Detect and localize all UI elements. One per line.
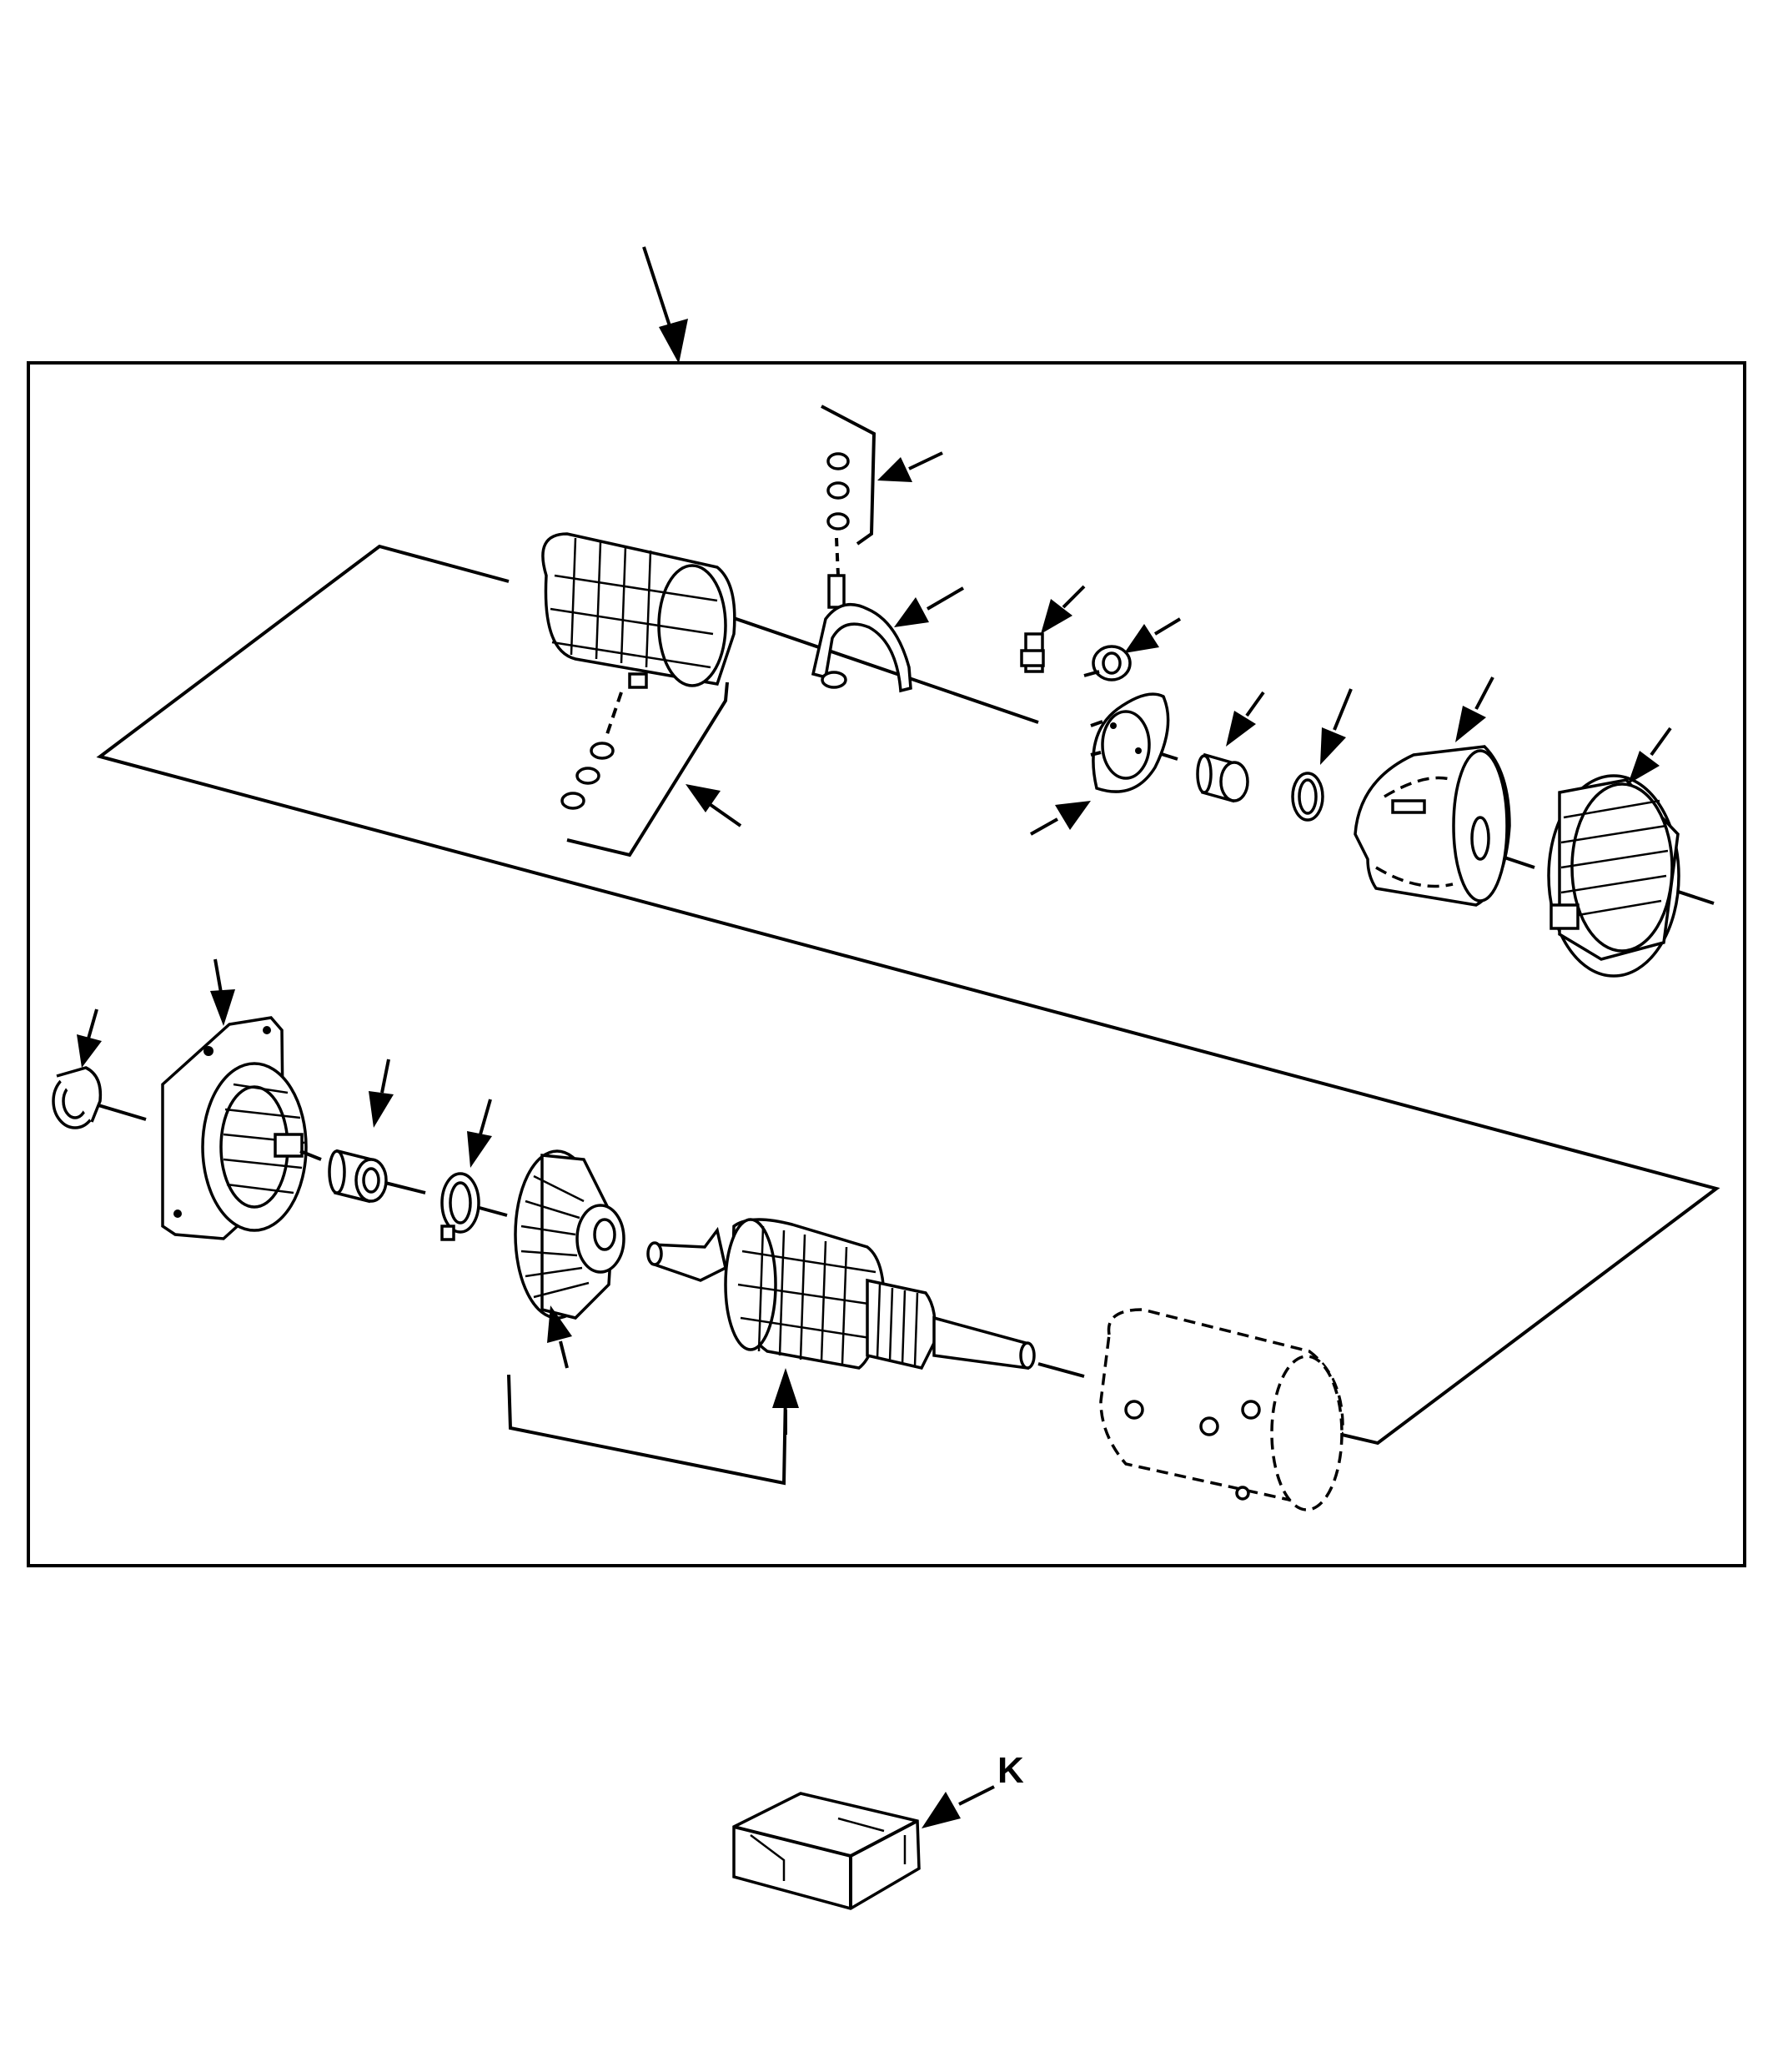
nuts-bracket-arrow — [877, 451, 943, 482]
ring-lower-arrow — [467, 1099, 492, 1168]
field-frame — [1099, 1308, 1344, 1511]
brush-plate-arrow — [1030, 801, 1091, 836]
fan — [514, 1149, 625, 1320]
ring-upper-arrow — [1320, 688, 1353, 765]
drive-end-housing-arrow — [210, 958, 235, 1026]
commutator-end-housing — [1354, 745, 1511, 907]
spring — [1083, 645, 1132, 681]
kit-box — [732, 1792, 921, 1910]
terminal-nuts — [826, 452, 850, 609]
fan-arrow — [547, 1305, 572, 1369]
retaining-ring-lower — [440, 1172, 480, 1241]
brush-plate — [1090, 692, 1170, 793]
bearing-drive-end-arrow — [77, 1008, 102, 1068]
group-bracket-line — [96, 544, 1720, 1446]
brush-spring-clip — [811, 602, 912, 693]
brush-arrow — [1041, 585, 1086, 634]
armature-arrow — [772, 1368, 799, 1435]
spring-clip-arrow — [894, 586, 965, 627]
kit-callout-label: K — [997, 1750, 1024, 1791]
brush — [1020, 632, 1045, 673]
armature-bracket — [507, 1374, 787, 1486]
drive-end-housing — [161, 1016, 308, 1240]
bearing-upper-arrow — [1226, 691, 1265, 747]
cover-band — [1547, 774, 1680, 978]
screws-bracket — [566, 681, 729, 857]
bearing-lower-arrow — [369, 1059, 394, 1128]
nuts-bracket — [821, 405, 876, 546]
bearing-upper — [1196, 752, 1249, 803]
retaining-ring-upper — [1291, 772, 1324, 822]
assembly-frame — [27, 361, 1746, 1567]
spring-arrow — [1124, 617, 1182, 653]
housing-arrow — [1455, 676, 1494, 742]
screws-bracket-arrow — [686, 784, 742, 827]
bearing-lower — [328, 1149, 388, 1204]
kit-arrow — [922, 1785, 995, 1828]
assembly-pointer-arrow — [642, 246, 688, 364]
brush-holder-screws — [560, 692, 623, 810]
band-arrow — [1628, 727, 1672, 784]
bearing-drive-end — [52, 1066, 103, 1129]
armature — [646, 1218, 1036, 1370]
brush-holder-assembly — [541, 532, 736, 689]
